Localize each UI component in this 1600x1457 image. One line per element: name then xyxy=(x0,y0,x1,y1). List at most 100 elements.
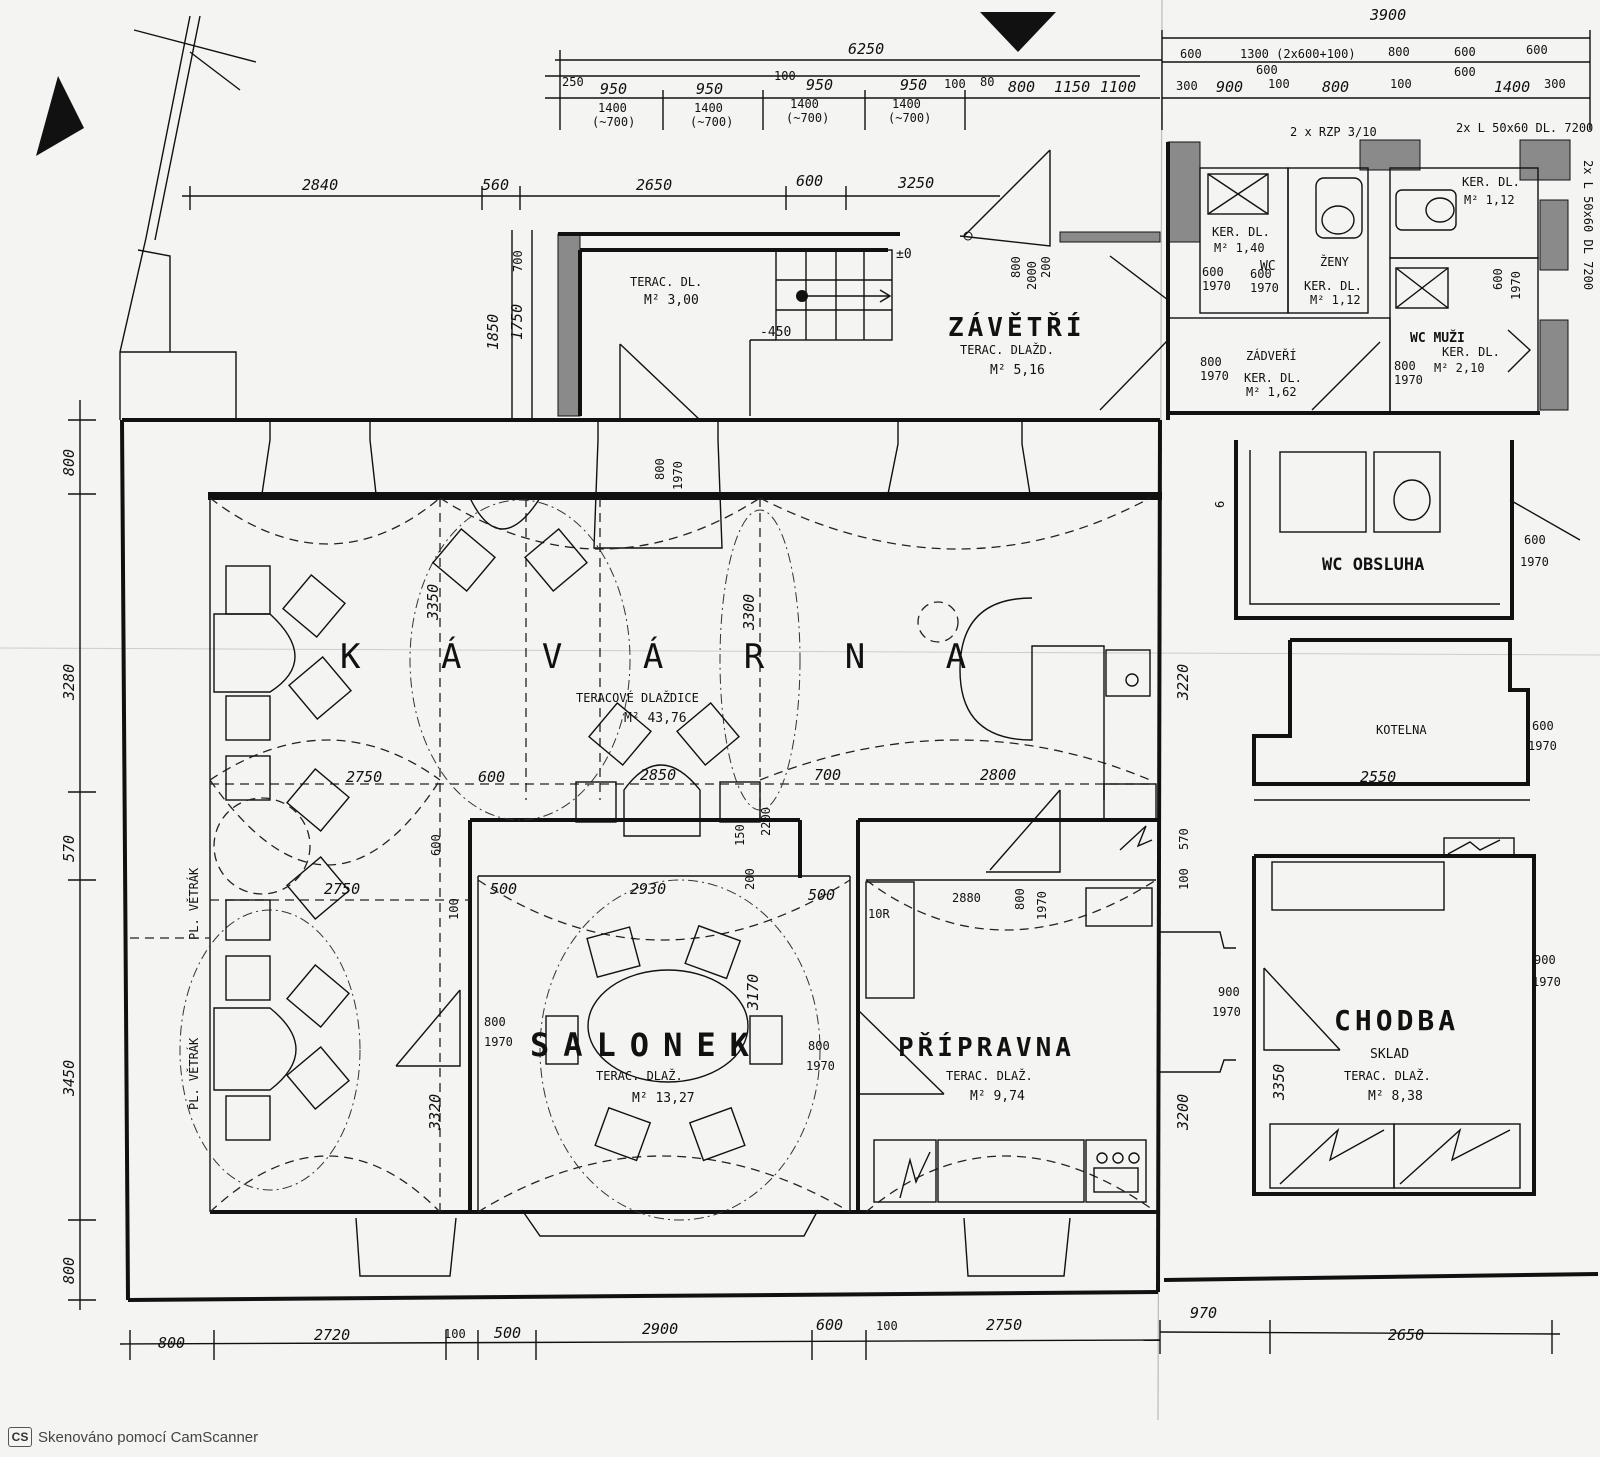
dim-1750: 1750 xyxy=(508,304,526,340)
paper-fold-line xyxy=(0,647,1600,656)
level-minus-label: -450 xyxy=(760,325,791,340)
wc-area-label: M² 1,40 xyxy=(1214,241,1265,255)
door-size: 800 xyxy=(484,1015,506,1029)
door-size: 1970 xyxy=(1250,281,1279,295)
door-size: 1970 xyxy=(1532,975,1561,989)
door-size: 1970 xyxy=(1528,739,1557,753)
dim-inner: 2200 xyxy=(759,807,773,836)
wc-floor-label: KER. DL. xyxy=(1462,175,1520,189)
dim-inner: 500 xyxy=(490,880,517,898)
dim-top-right-sub: 600 xyxy=(1256,63,1278,77)
dim-overall-left: 6250 xyxy=(848,40,884,58)
dim-top-right-sub: 600 xyxy=(1454,65,1476,79)
dim-top-row1: 1100 xyxy=(1100,78,1136,96)
dim-10r: 10R xyxy=(868,907,890,921)
left-dimension-lines xyxy=(68,400,96,1310)
note-l50: 2x L 50x60 DL. 7200 xyxy=(1456,121,1593,135)
dim-top-row1: 250 xyxy=(562,75,584,89)
salonek-furniture xyxy=(395,924,783,1162)
wc-floor-label: KER. DL. xyxy=(1304,279,1362,293)
stair-area-label: M² 3,00 xyxy=(644,293,699,308)
note-rzp: 2 x RZP 3/10 xyxy=(1290,125,1377,139)
dim-left: 3450 xyxy=(60,1060,78,1097)
room-zavetri-floor: TERAC. DLAŽD. xyxy=(960,342,1054,357)
room-kavarna-area: M² 43,76 xyxy=(624,711,687,726)
dim-top-right2: 300 xyxy=(1176,79,1198,93)
dim-top-row2: 2840 xyxy=(302,176,338,194)
dim-bottom: 100 xyxy=(444,1327,466,1341)
dim-inner: 2800 xyxy=(980,766,1016,784)
wc-muzi-floor: KER. DL. xyxy=(1442,345,1500,359)
dim-inner: 3220 xyxy=(1174,664,1192,701)
dim-top-right: 600 xyxy=(1180,47,1202,61)
door-size: 800 xyxy=(1394,359,1416,373)
north-arrow-icon xyxy=(36,76,84,156)
room-zadveri-name: ZÁDVEŘÍ xyxy=(1246,348,1297,363)
door-size: 600 xyxy=(1532,719,1554,733)
stair-floor-label: TERAC. DL. xyxy=(630,275,702,289)
room-chodba-name: CHODBA xyxy=(1334,1004,1459,1037)
section-arrow-icon xyxy=(980,12,1056,52)
entrance-block-walls xyxy=(557,149,1161,421)
dim-top-row1: 950 xyxy=(806,76,833,94)
dim-inner: 600 xyxy=(429,834,443,856)
room-zadveri-floor: KER. DL. xyxy=(1244,371,1302,385)
dim-inner: 6 xyxy=(1213,501,1227,508)
dim-bottom: 2720 xyxy=(314,1326,350,1344)
dim-top-row1: 1150 xyxy=(1054,78,1090,96)
room-zavetri-name: ZÁVĚTŘÍ xyxy=(948,311,1086,343)
dim-inner: 3200 xyxy=(1174,1094,1192,1131)
level-zero-label: ±0 xyxy=(896,247,912,262)
door-800-2000: 800 xyxy=(1009,256,1023,278)
wc-floor-label: KER. DL. xyxy=(1212,225,1270,239)
room-chodba-floor: TERAC. DLAŽ. xyxy=(1344,1068,1431,1083)
dim-top-right: 600 xyxy=(1526,43,1548,57)
door-size: 1970 xyxy=(806,1059,835,1073)
dim-inner: 200 xyxy=(743,868,757,890)
door-size: 1970 xyxy=(1520,555,1549,569)
door-800-2000: 2000 xyxy=(1025,261,1039,290)
dim-top-sub: 1400 xyxy=(694,101,723,115)
room-chodba-sub: SKLAD xyxy=(1370,1047,1409,1062)
camscanner-footer: CS Skenováno pomocí CamScanner xyxy=(8,1427,258,1447)
room-zavetri-area: M² 5,16 xyxy=(990,363,1045,378)
dim-top-row1: 950 xyxy=(600,80,627,98)
note-l50-vertical: 2x L 50x60 DL 7200 xyxy=(1581,160,1595,290)
dim-top-row1: 80 xyxy=(980,75,994,89)
dim-bottom: 800 xyxy=(158,1334,185,1352)
dim-top-sub: 1400 xyxy=(598,101,627,115)
dim-top-sub: 1400 xyxy=(892,97,921,111)
dim-top-sub: (~700) xyxy=(786,111,829,125)
note-vetrak: PL. VĚTRÁK xyxy=(186,867,201,940)
right-wing-walls xyxy=(1160,440,1599,1282)
room-chodba-area: M² 8,38 xyxy=(1368,1089,1423,1104)
door-size: 1970 xyxy=(1509,271,1523,300)
camscanner-logo-icon: CS xyxy=(8,1427,32,1447)
dim-inner: 3350 xyxy=(424,584,442,621)
dim-inner: 500 xyxy=(808,886,835,904)
dim-top-right: 1300 (2x600+100) xyxy=(1240,47,1356,61)
dim-inner: 700 xyxy=(814,766,841,784)
room-salonek-area: M² 13,27 xyxy=(632,1091,695,1106)
dim-top-sub: (~700) xyxy=(888,111,931,125)
door-800-2000: 200 xyxy=(1039,256,1053,278)
dim-inner: 3170 xyxy=(744,974,762,1011)
dim-top-row1: 950 xyxy=(900,76,927,94)
room-zadveri-area: M² 1,62 xyxy=(1246,385,1297,399)
dim-top-right2: 800 xyxy=(1322,78,1349,96)
door-size: 800 xyxy=(1013,888,1027,910)
main-building-walls xyxy=(120,418,1162,1302)
dim-top-right: 600 xyxy=(1454,45,1476,59)
dim-top-right2: 1400 xyxy=(1494,78,1530,96)
door-size: 1970 xyxy=(1212,1005,1241,1019)
dim-top-row2: 600 xyxy=(796,172,823,190)
dim-bottom: 970 xyxy=(1190,1304,1217,1322)
cafe-furniture xyxy=(213,497,1157,1141)
door-size: 800 xyxy=(653,458,667,480)
dim-left: 570 xyxy=(60,835,78,862)
dim-left: 800 xyxy=(60,449,78,476)
dim-top-right2: 900 xyxy=(1216,78,1243,96)
room-pripravna-floor: TERAC. DLAŽ. xyxy=(946,1068,1033,1083)
dim-700v: 700 xyxy=(511,250,525,272)
